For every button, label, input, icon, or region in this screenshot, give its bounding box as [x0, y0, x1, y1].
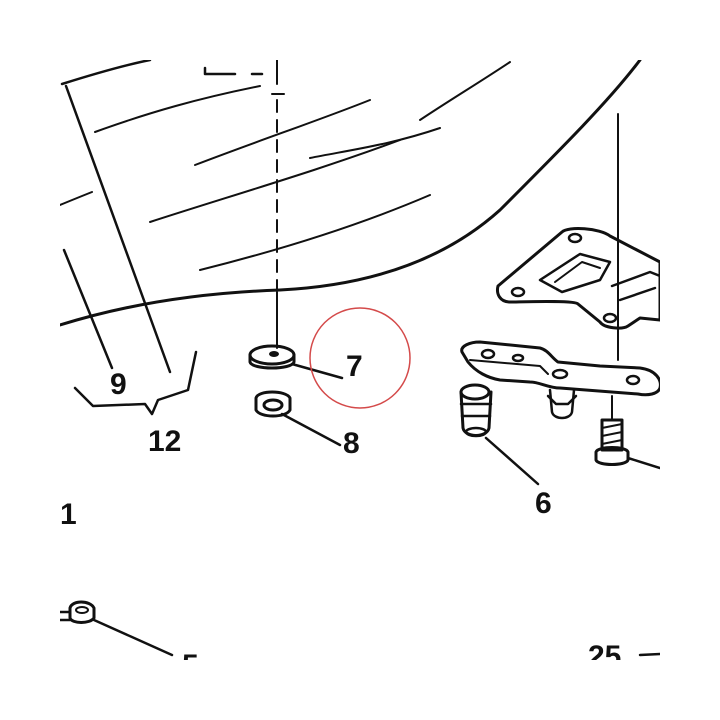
bushing-part-6 [459, 383, 540, 486]
washer-part-7 [248, 344, 344, 380]
callout-25: 25 [588, 640, 621, 673]
callout-9: 9 [110, 368, 127, 401]
callout-6: 6 [535, 487, 552, 520]
stud-centerline [271, 60, 285, 349]
callout-5: 5 [182, 649, 199, 682]
callout-7: 7 [346, 350, 363, 383]
callout-12: 12 [148, 425, 181, 458]
callout-8: 8 [343, 427, 360, 460]
nut-part-8 [254, 390, 342, 447]
leader-line-25 [638, 652, 660, 657]
callout-1: 1 [60, 498, 77, 531]
lower-bracket [460, 340, 660, 397]
hood-panel [60, 60, 642, 327]
leader-lines-9-12 [62, 84, 198, 416]
diagram-artwork: 9 12 7 8 6 1 5 25 [60, 60, 660, 682]
bolt-right [594, 395, 660, 470]
upper-bracket [496, 227, 660, 330]
push-clip [546, 388, 578, 420]
highlight-circle [309, 307, 411, 409]
bolt-part-5 [60, 600, 174, 657]
